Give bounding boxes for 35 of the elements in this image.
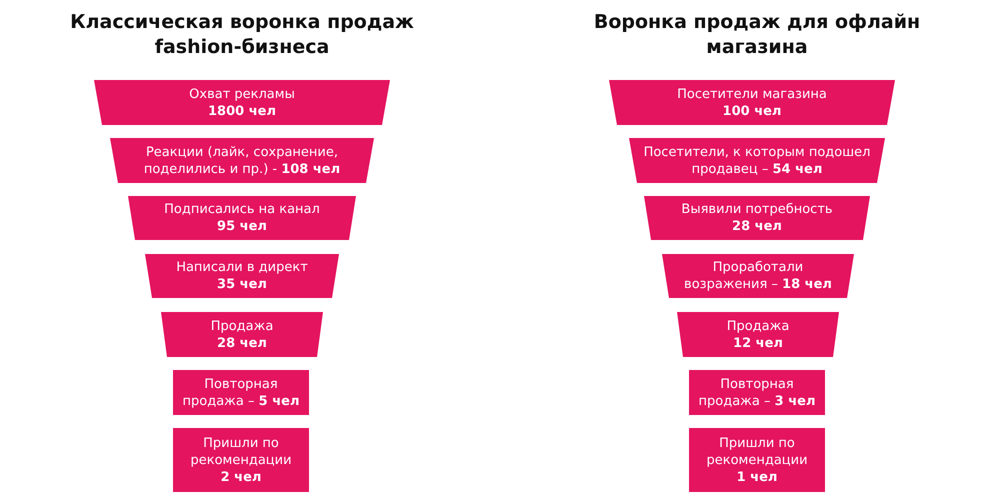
funnel-stage	[161, 312, 323, 357]
stage-text: 35 чел	[217, 276, 267, 293]
funnel-heading: Классическая воронка продаж fashion-бизнеса	[69, 10, 415, 60]
stage-text: 95 чел	[217, 218, 267, 235]
stage-text: Посетители, к которым подошел продавец – 54 чел	[643, 144, 871, 178]
stage-text: Написали в директ	[176, 259, 308, 276]
stage-text: 2 чел	[220, 468, 262, 486]
stage-text: 28 чел	[732, 218, 782, 235]
stage-text: Повторная продажа – 5 чел	[182, 376, 300, 410]
funnel-stage	[662, 254, 854, 298]
stage-text: Повторная продажа – 3 чел	[698, 376, 816, 410]
funnel-heading: Воронка продаж для офлайн магазина	[592, 10, 922, 60]
stage-text: Подписались на канал	[164, 201, 320, 218]
funnel-stage	[128, 196, 356, 240]
stage-text: Продажа	[210, 318, 274, 334]
funnel-stage	[689, 370, 825, 415]
stage-text: Выявили потребность	[681, 201, 833, 218]
stage-text: Посетители магазина	[677, 86, 827, 102]
funnel-stage	[173, 428, 309, 492]
stage-text: 12 чел	[733, 334, 783, 352]
stage-text: 100 чел	[722, 102, 782, 120]
stage-text: Реакции (лайк, сохранение, поделились и пр.) - 108 чел	[142, 144, 342, 178]
funnel-stage	[644, 196, 870, 240]
stage-text: Проработали возражения – 18 чел	[683, 259, 833, 293]
funnel-stage	[145, 254, 339, 298]
funnel-stage	[689, 428, 825, 492]
stage-text: Пришли по рекомендации	[705, 434, 809, 468]
stage-text: 28 чел	[217, 334, 267, 352]
funnel-stage	[173, 370, 309, 415]
funnel-stage	[677, 312, 839, 357]
stage-text: Охват рекламы	[189, 86, 295, 102]
stage-text: Пришли по рекомендации	[189, 434, 293, 468]
stage-text: 1800 чел	[208, 102, 276, 120]
stage-text: Продажа	[726, 318, 790, 334]
stage-text: 1 чел	[736, 468, 778, 486]
